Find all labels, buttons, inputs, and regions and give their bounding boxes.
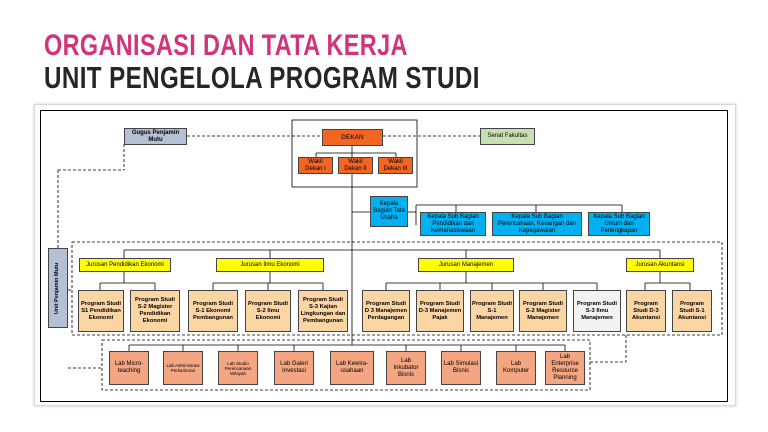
program-studi-s3-kajian-lingkungan: Program Studi S-3 Kajian Lingkungan dan … [298,290,348,332]
program-studi-s2-ilmu-ekonomi: Program Studi S-2 Ilmu Ekonomi [245,290,291,332]
lab-kewirausahaan: Lab Kewira-usahaan [330,351,374,385]
program-studi-s1-akuntansi: Program Studi S-1 Akuntansi [672,290,712,332]
lab-simulasi-bisnis: Lab Simulasi Bisnis [441,351,481,385]
wakil-dekan-1-box: Wakil Dekan I [298,157,333,174]
wakil-dekan-3-box: Wakil Dekan III [378,157,413,174]
kepala-bagian-tu-box: Kepala Bagian Tata Usaha [370,196,408,227]
page-title-line-1: ORGANISASI DAN TATA KERJA [44,29,408,62]
program-studi-d3-akuntansi: Program Studi D-3 Akuntansi [626,290,666,332]
dekan-box: DEKAN [322,129,383,146]
jurusan-ilmu-ekonomi-box: Jurusan Ilmu Ekonomi [216,258,324,272]
unit-penjamin-mutu-box: Unit Penjamin Mutu [48,248,68,328]
lab-galeri-investasi: Lab Galeri Investasi [274,351,314,385]
program-studi-s1-manajemen: Program Studi S-1 Manajemen [470,290,514,332]
lab-inkubator-bisnis: Lab Inkubator Bisnis [386,351,426,385]
senat-fakultas-box: Senat Fakultas [480,128,535,145]
jurusan-akuntansi-box: Jurusan Akuntansi [626,258,694,272]
lab-studio-perencanaan-wilayah: Lab Studio Perencanaan Wilayah [218,351,258,385]
lab-enterprise-resource-planning: Lab Enterprise Resource Planning [545,351,585,385]
subbag-umum-box: Kepala Sub Bagian Umum dan Perlengkapan [588,212,650,236]
wakil-dekan-2-box: Wakil Dekan II [338,157,373,174]
subbag-perencanaan-box: Kepala Sub Bagian Perencanaan, Keuangan … [492,212,582,236]
unit-penjamin-mutu-label: Unit Penjamin Mutu [54,262,61,314]
lab-komputer: Lab Komputer [496,351,536,385]
program-studi-s1-pendidikan-ekonomi: Program Studi S1 Pendidikan Ekonomi [78,290,124,332]
page-title-line-2: UNIT PENGELOLA PROGRAM STUDI [44,60,480,95]
program-studi-s3-ilmu-manajemen: Program Studi S-3 Ilmu Manajemen [573,290,621,332]
gugus-penjamin-mutu-box: Gugus Penjamin Mutu [124,128,187,145]
lab-microteaching: Lab Micro-teaching [109,351,149,385]
lab-administrasi-perkantoran: Lab Administrasi Perkantoran [163,351,203,385]
subbag-pendidikan-box: Kepala Sub Bagian Pendidikan dan Kemahas… [420,212,486,236]
program-studi-s2-pendidikan-ekonomi: Program Studi S-2 Magister Pendidikan Ek… [130,290,180,332]
program-studi-d3-manajemen-pajak: Program Studi D-3 Manajemen Pajak [416,290,464,332]
program-studi-s2-magister-manajemen: Program Studi S-2 Magister Manajemen [519,290,567,332]
program-studi-d3-manajemen-perdagangan: Program Studi D 3 Manajemen Perdagangan [362,290,410,332]
jurusan-pendidikan-ekonomi-box: Jurusan Pendidikan Ekonomi [79,258,171,272]
program-studi-s1-ekonomi-pembangunan: Program Studi S-1 Ekonomi Pembangunan [188,290,238,332]
jurusan-manajemen-box: Jurusan Manajemen [418,258,514,272]
